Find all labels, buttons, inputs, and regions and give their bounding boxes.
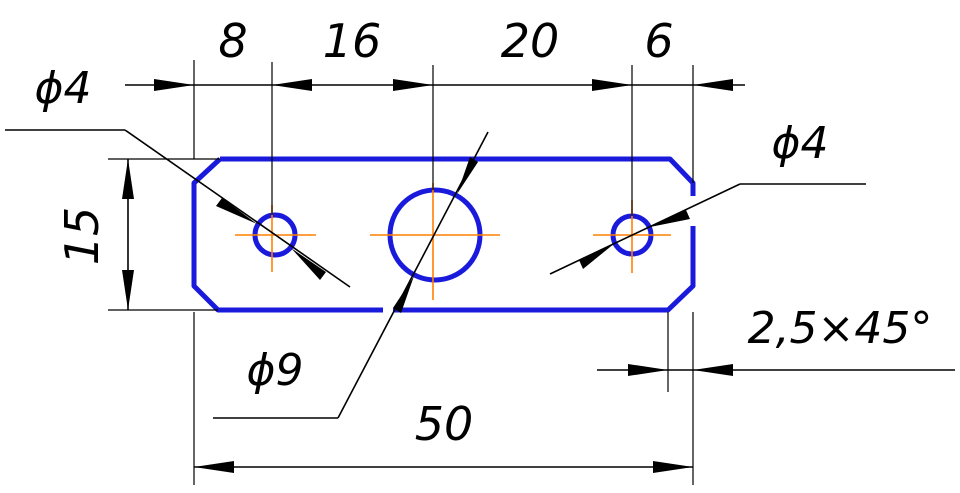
leader-line-hole-left bbox=[124, 129, 351, 288]
plate-outline-left bbox=[191, 157, 383, 313]
dim-text-hole-right: ϕ4 bbox=[771, 118, 828, 169]
arrow-hole-center-2 bbox=[393, 276, 414, 313]
leader-line-hole-right bbox=[549, 183, 741, 275]
dim-text-6: 6 bbox=[644, 14, 673, 68]
arrow-chamfer-2 bbox=[693, 364, 733, 376]
dim-text-20: 20 bbox=[501, 14, 560, 68]
arrow-top-4 bbox=[592, 79, 632, 91]
dim-text-15: 15 bbox=[55, 207, 109, 266]
arrow-hole-right-2 bbox=[579, 243, 615, 269]
arrow-total-left bbox=[194, 461, 234, 473]
dim-text-hole-left: ϕ4 bbox=[34, 63, 91, 114]
arrow-hole-left-2 bbox=[291, 248, 326, 280]
dim-text-16: 16 bbox=[323, 14, 382, 68]
arrow-hole-right-1 bbox=[650, 210, 690, 227]
plate-outline-top bbox=[220, 156, 696, 196]
dim-text-8: 8 bbox=[218, 14, 247, 68]
arrow-top-5 bbox=[693, 79, 733, 91]
arrow-total-right bbox=[653, 461, 693, 473]
dim-text-hole-center: ϕ9 bbox=[246, 345, 303, 396]
plate-outline-right-bottom bbox=[393, 226, 696, 313]
dim-text-50: 50 bbox=[415, 397, 474, 451]
dim-text-chamfer: 2,5×45° bbox=[748, 303, 933, 354]
arrow-top-3 bbox=[393, 79, 433, 91]
arrow-chamfer-1 bbox=[628, 364, 668, 376]
arrow-height-top bbox=[122, 159, 134, 199]
arrow-height-bottom bbox=[122, 270, 134, 310]
arrow-hole-center-1 bbox=[457, 157, 478, 194]
arrow-hole-left-1 bbox=[216, 198, 257, 224]
arrow-top-2 bbox=[272, 79, 312, 91]
arrow-top-1 bbox=[154, 79, 194, 91]
